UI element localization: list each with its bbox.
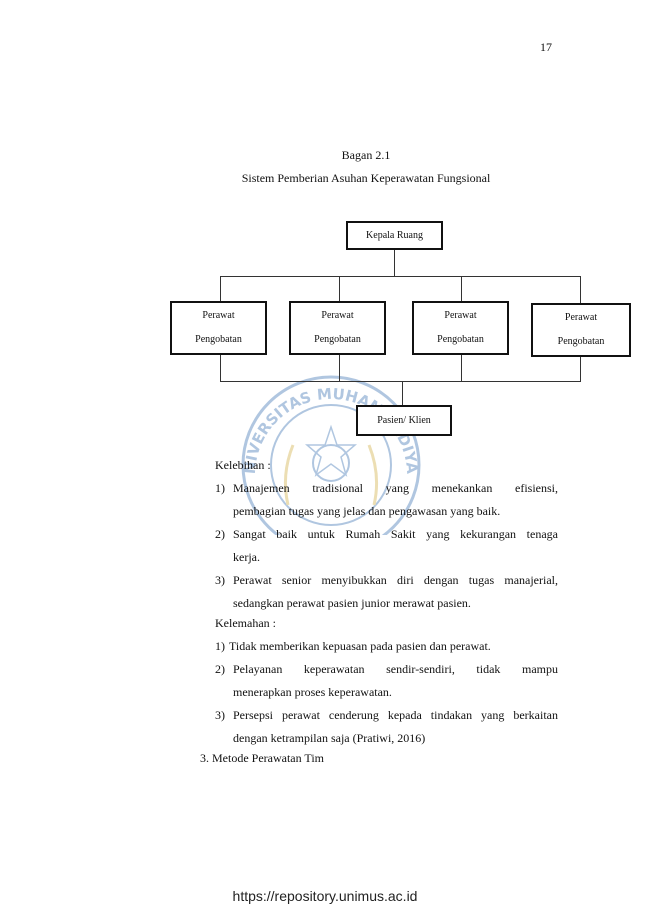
node-perawat-pengobatan: Perawat Pengobatan	[531, 303, 631, 357]
figure-title: Sistem Pemberian Asuhan Keperawatan Fung…	[241, 171, 491, 185]
list-item: 3) Perawat senior menyibukkan diri denga…	[215, 573, 558, 610]
kelebihan-heading: Kelebihan :	[215, 458, 271, 472]
list-item: 1) Tidak memberikan kepuasan pada pasien…	[215, 639, 491, 653]
kelemahan-list: 1) Tidak memberikan kepuasan pada pasien…	[215, 635, 558, 750]
list-item: 2) Sangat baik untuk Rumah Sakit yang ke…	[215, 527, 558, 564]
node-perawat-pengobatan: Perawat Pengobatan	[289, 301, 386, 355]
list-item: 1) Manajemen tradisional yang menekankan…	[215, 481, 558, 518]
kelebihan-list: 1) Manajemen tradisional yang menekankan…	[215, 477, 558, 615]
kelemahan-heading: Kelemahan :	[215, 616, 276, 630]
node-kepala-ruang: Kepala Ruang	[346, 221, 443, 250]
footer-url[interactable]: https://repository.unimus.ac.id	[232, 888, 418, 904]
list-item: 3) Persepsi perawat cenderung kepada tin…	[215, 708, 558, 745]
figure-label: Bagan 2.1	[341, 148, 391, 162]
next-section-heading: 3. Metode Perawatan Tim	[200, 751, 324, 765]
list-item: 2) Pelayanan keperawatan sendir-sendiri,…	[215, 662, 558, 699]
node-perawat-pengobatan: Perawat Pengobatan	[170, 301, 267, 355]
page-number: 17	[540, 40, 552, 54]
node-perawat-pengobatan: Perawat Pengobatan	[412, 301, 509, 355]
node-pasien-klien: Pasien/ Klien	[356, 405, 452, 436]
